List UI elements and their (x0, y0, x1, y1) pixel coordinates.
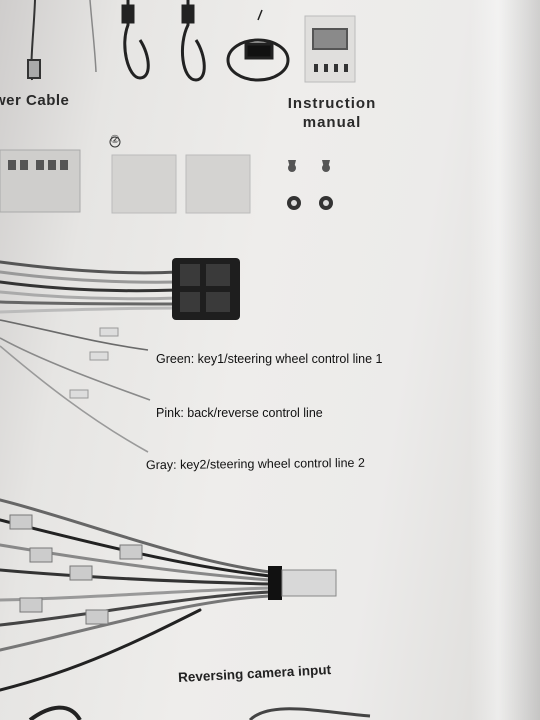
power-cable-illustration (27, 0, 97, 81)
rca-harness-illustration (0, 498, 337, 692)
camera-cable-illustration (28, 705, 371, 720)
instruction-manual-label: Instruction manual (287, 95, 377, 131)
power-cable-label: wer Cable (0, 92, 70, 109)
item-number-label: ② (110, 134, 120, 146)
green-wire (0, 319, 149, 351)
coiled-cable-illustration (226, 9, 290, 82)
gray-wire-label: Gray: key2/steering wheel control line 2 (145, 455, 365, 473)
mounting-brackets-illustration (0, 136, 251, 214)
pink-wire-label: Pink: back/reverse control line (156, 406, 323, 420)
screws-illustration (287, 160, 333, 210)
pink-wire (0, 337, 151, 401)
gray-wire (0, 345, 149, 453)
main-harness-illustration (0, 258, 240, 320)
green-wire-label: Green: key1/steering wheel control line … (156, 352, 383, 366)
usb-cable-illustration (121, 0, 206, 82)
instruction-manual-illustration (304, 15, 356, 83)
